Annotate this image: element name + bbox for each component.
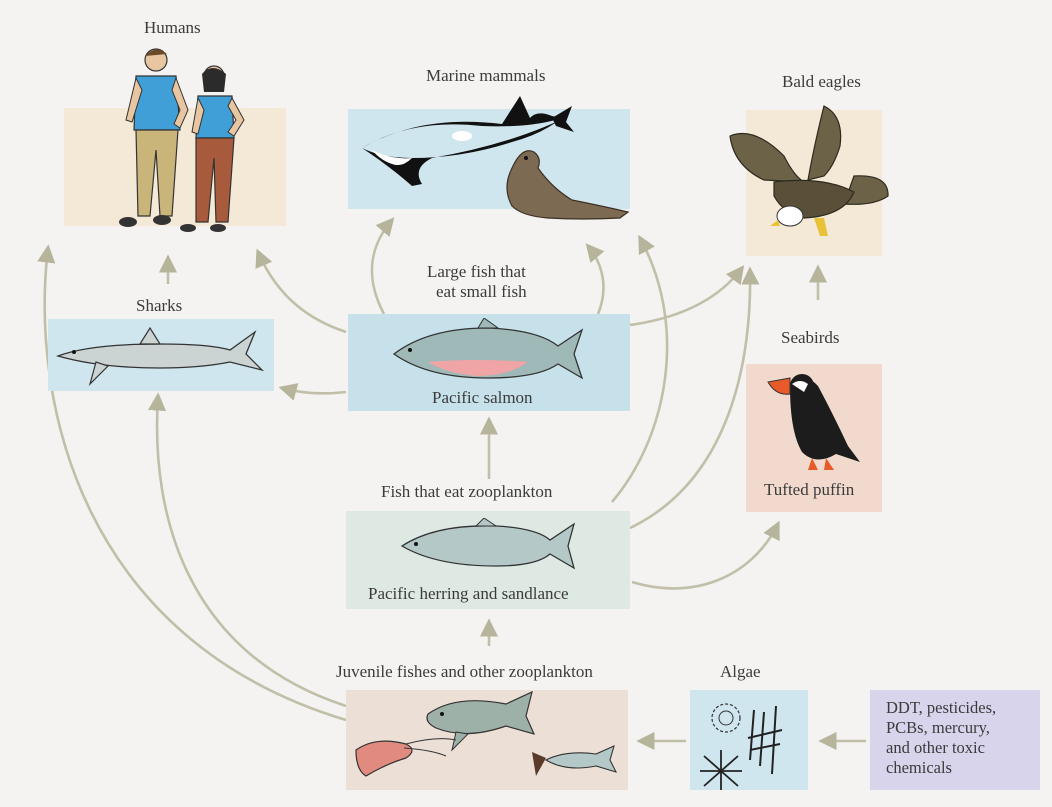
humans-label: Humans: [144, 18, 201, 38]
algae-icon: [690, 690, 808, 790]
large-fish-label-line1: Large fish that: [427, 262, 526, 282]
arrow-herring-to-puffin: [632, 524, 778, 588]
marine-mammals-label: Marine mammals: [426, 66, 545, 86]
seabirds-label: Seabirds: [781, 328, 840, 348]
salmon-icon: [388, 318, 588, 388]
sharks-label: Sharks: [136, 296, 182, 316]
bald-eagles-label: Bald eagles: [782, 72, 861, 92]
toxics-text: DDT, pesticides, PCBs, mercury, and othe…: [886, 698, 996, 778]
shark-icon: [50, 322, 265, 392]
toxics-line-3: and other toxic: [886, 738, 996, 758]
arrow-salmon-to-eagles: [630, 268, 742, 325]
puffin-icon: [756, 362, 876, 482]
toxics-line-2: PCBs, mercury,: [886, 718, 996, 738]
fish-zooplankton-label: Fish that eat zooplankton: [381, 482, 552, 502]
bald-eagle-icon: [724, 96, 894, 256]
arrow-salmon-to-sharks: [282, 388, 346, 393]
tufted-puffin-label: Tufted puffin: [764, 480, 854, 500]
arrow-juvenile-to-sharks: [157, 396, 346, 706]
large-fish-label-line2: eat small fish: [436, 282, 527, 302]
algae-label: Algae: [720, 662, 761, 682]
herring-icon: [396, 518, 582, 574]
arrow-salmon-to-mammals-right: [588, 246, 603, 314]
zooplankton-icon: [346, 684, 628, 790]
orca-and-sea-lion-icon: [352, 88, 642, 238]
herring-label: Pacific herring and sandlance: [368, 584, 569, 604]
toxics-line-4: chemicals: [886, 758, 996, 778]
pacific-salmon-label: Pacific salmon: [432, 388, 533, 408]
human-figures-icon: [100, 40, 260, 240]
toxics-line-1: DDT, pesticides,: [886, 698, 996, 718]
juvenile-label: Juvenile fishes and other zooplankton: [336, 662, 593, 682]
